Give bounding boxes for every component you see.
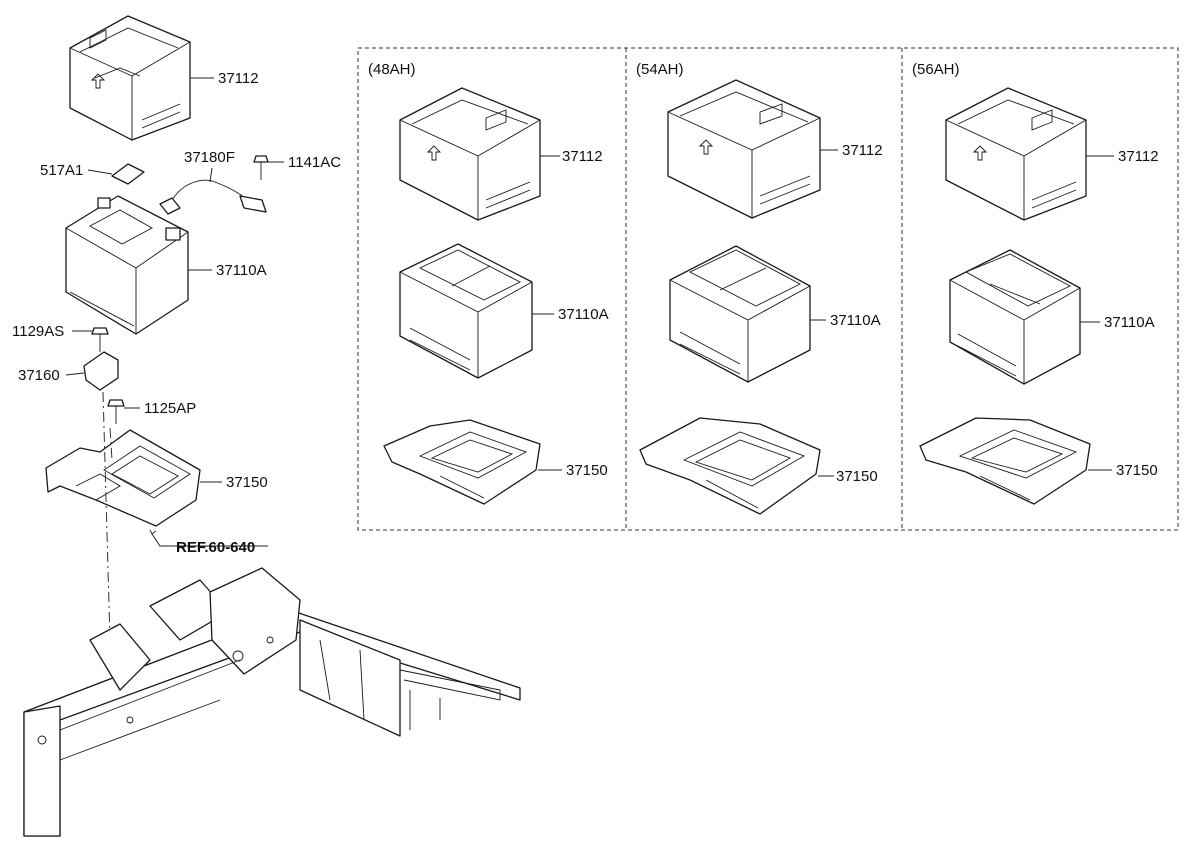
vehicle-body-structure	[23, 567, 521, 837]
battery-tray-drawing	[45, 429, 201, 527]
variant-capacity-label: (54AH)	[636, 61, 684, 78]
label-bolt-tray: 1125AP	[144, 400, 196, 417]
variant-tray-label: 37150	[1116, 462, 1158, 479]
variant-battery-label: 37110A	[830, 312, 881, 329]
sensor-cable-drawing	[159, 179, 267, 215]
variant-cover-label: 37112	[562, 148, 603, 165]
variant-battery-label: 37110A	[1104, 314, 1155, 331]
insulator-pad-drawing	[111, 163, 145, 185]
assembly-centerline	[102, 391, 111, 641]
variant-56ah: (56AH) 37112 37110A 37150	[912, 61, 1159, 505]
battery-main-drawing	[65, 195, 189, 335]
variant-tray-label: 37150	[566, 462, 608, 479]
variant-battery-label: 37110A	[558, 306, 609, 323]
variant-tray-label: 37150	[836, 468, 878, 485]
variant-cover-label: 37112	[1118, 148, 1159, 165]
label-clamp: 37160	[18, 367, 60, 384]
variant-54ah: (54AH) 37112 37110A 37150	[636, 61, 883, 515]
battery-cover-drawing	[69, 15, 191, 141]
reference-label[interactable]: REF.60-640	[176, 539, 255, 556]
label-bolt-clamp: 1129AS	[12, 323, 64, 340]
label-sensor-cable: 37180F	[184, 149, 235, 166]
variant-capacity-label: (48AH)	[368, 61, 416, 78]
variant-48ah: (48AH) 37112 37110A 37150	[368, 61, 609, 505]
label-cover-main: 37112	[218, 70, 259, 87]
label-insulator-pad: 517A1	[40, 162, 83, 179]
bolt-1141ac-drawing	[253, 155, 269, 180]
variant-cover-label: 37112	[842, 142, 883, 159]
label-bolt-top: 1141AC	[288, 154, 341, 171]
variants-panel	[357, 47, 1179, 531]
label-battery-main: 37110A	[216, 262, 267, 279]
variant-capacity-label: (56AH)	[912, 61, 960, 78]
bolt-1125ap-drawing	[107, 399, 125, 424]
main-assembly: 37112 517A1 37180F 1141AC 37110A 1129AS …	[12, 15, 521, 837]
bolt-1129as-drawing	[91, 327, 109, 352]
label-tray-main: 37150	[226, 474, 268, 491]
clamp-drawing	[83, 351, 119, 391]
